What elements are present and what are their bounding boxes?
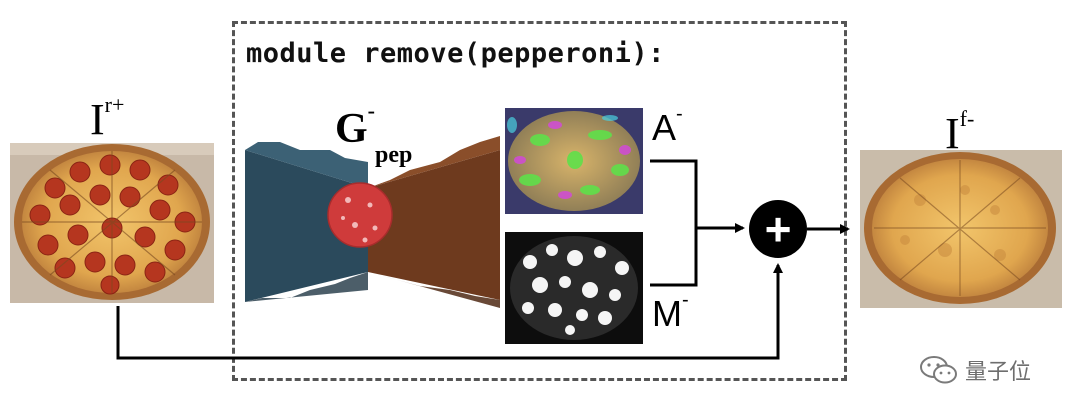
- input-label-main: I: [90, 95, 105, 144]
- output-image-label: If-: [945, 108, 974, 158]
- generator-label-main: G: [335, 106, 368, 152]
- attention-mask-connectors: [650, 159, 745, 287]
- add-operator: [749, 200, 807, 258]
- input-label-sup: r+: [104, 92, 125, 117]
- watermark-text: 量子位: [965, 360, 1032, 385]
- output-label-sup: f-: [959, 106, 975, 131]
- output-label-main: I: [945, 109, 960, 158]
- generator-encoder: [245, 150, 368, 302]
- watermark: 量子位: [919, 354, 1031, 386]
- mask-label-sup: -: [682, 289, 689, 311]
- mask-image: [505, 232, 643, 344]
- generator-label: G-pep: [335, 100, 412, 168]
- mask-label: M-: [652, 290, 689, 334]
- output-pizza-image: [860, 150, 1062, 308]
- module-title: module remove(pepperoni):: [246, 38, 665, 69]
- pepperoni-icon: [327, 182, 393, 248]
- add-operator-symbol: +: [764, 203, 792, 255]
- generator-network: [245, 136, 500, 308]
- plus-circle-icon: [749, 200, 807, 258]
- input-image-label: Ir+: [90, 94, 124, 144]
- attention-label-main: A: [652, 107, 677, 148]
- generator-decoder: [368, 150, 500, 300]
- mask-label-main: M: [652, 293, 682, 334]
- module-boundary: [232, 21, 847, 381]
- attention-label: A-: [652, 104, 683, 148]
- generator-label-sup: -: [367, 98, 375, 123]
- input-pizza-image: [10, 143, 214, 303]
- skip-connection-arrow: [116, 263, 783, 360]
- generator-label-sub: pep: [375, 142, 413, 168]
- attention-label-sup: -: [676, 103, 683, 125]
- wechat-logo-icon: [920, 356, 957, 384]
- attention-image: [505, 108, 643, 214]
